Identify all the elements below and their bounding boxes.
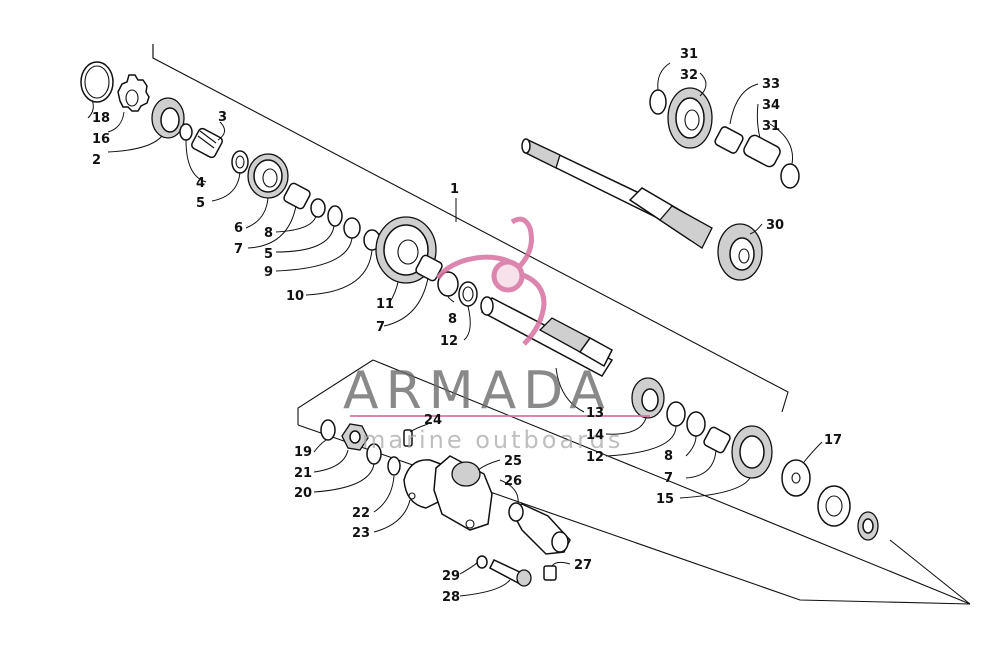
callout-12: 12: [586, 450, 604, 465]
hub-14: [631, 377, 665, 419]
callout-19: 19: [294, 445, 312, 460]
pin-24: [403, 429, 413, 447]
callout-22: 22: [352, 506, 370, 521]
callout-34: 34: [762, 98, 780, 113]
watermark-tagline: marine outboards: [362, 426, 623, 454]
snap-ring-31-bottom: [780, 163, 800, 189]
bearing-33: [714, 126, 744, 154]
callout-5: 5: [264, 247, 273, 262]
callout-28: 28: [442, 590, 460, 605]
callout-5: 5: [196, 196, 205, 211]
callout-24: 24: [424, 413, 442, 428]
small-gear-16: [117, 74, 150, 112]
callout-15: 15: [656, 492, 674, 507]
gear-15: [731, 425, 773, 479]
callout-18: 18: [92, 111, 110, 126]
watermark-brand: ARMADA: [343, 361, 612, 421]
callout-6: 6: [234, 221, 243, 236]
spacer-34: [743, 134, 781, 168]
screw-27: [543, 565, 557, 581]
snap-ring-5: [231, 150, 249, 174]
shift-shaft-26: [508, 502, 571, 555]
callout-31: 31: [680, 47, 698, 62]
washer-8-upper: [310, 198, 326, 218]
callout-11: 11: [376, 297, 394, 312]
watermark: ARMADA marine outboards: [343, 216, 650, 454]
washer-8-lower: [686, 411, 706, 437]
washer-29: [476, 555, 488, 569]
callout-17: 17: [824, 433, 842, 448]
callout-4: 4: [196, 176, 205, 191]
bolt-28: [489, 559, 532, 587]
callout-13: 13: [586, 406, 604, 421]
bearing-3: [191, 127, 223, 159]
gear-6: [247, 153, 289, 199]
leader-lines: [87, 62, 823, 597]
gear-32: [667, 87, 713, 149]
ring-22: [387, 456, 401, 476]
nut-21: [341, 423, 369, 451]
callout-32: 32: [680, 68, 698, 83]
callout-8: 8: [664, 449, 673, 464]
callout-labels: 18 16 2 3 4 5 6 7 8 5 9 10 11 7 8 12 1 3…: [92, 47, 842, 605]
callout-27: 27: [574, 558, 592, 573]
propeller-logo-icon: [435, 216, 547, 346]
callout-7: 7: [234, 242, 243, 257]
callout-10: 10: [286, 289, 304, 304]
snap-ring-19: [320, 419, 336, 441]
callout-3: 3: [218, 110, 227, 125]
callout-2: 2: [92, 153, 101, 168]
snap-ring-31-top: [649, 89, 667, 115]
callout-33: 33: [762, 77, 780, 92]
callout-7: 7: [376, 320, 385, 335]
needle-bearing-7-upper: [283, 182, 311, 210]
housing-25: [433, 455, 493, 531]
callout-9: 9: [264, 265, 273, 280]
callout-21: 21: [294, 466, 312, 481]
callout-23: 23: [352, 526, 370, 541]
callout-12: 12: [440, 334, 458, 349]
callout-1: 1: [450, 182, 459, 197]
callout-14: 14: [586, 428, 604, 443]
callout-26: 26: [504, 474, 522, 489]
callout-25: 25: [504, 454, 522, 469]
callout-30: 30: [766, 218, 784, 233]
seal-ring-18: [80, 61, 114, 103]
ball-bearing: [817, 485, 851, 527]
washer-4: [179, 123, 193, 141]
hub-2: [151, 97, 185, 139]
callout-29: 29: [442, 569, 460, 584]
lock-washer-9: [343, 217, 361, 239]
main-shaft-30: [521, 138, 763, 281]
washer-12-lower: [666, 401, 686, 427]
callout-8: 8: [264, 226, 273, 241]
washer-12-upper: [458, 281, 478, 307]
splined-shaft-13: [480, 296, 614, 377]
needle-bearing-7-lower: [703, 426, 731, 454]
washer-17: [781, 459, 811, 497]
callout-31: 31: [762, 119, 780, 134]
callout-8: 8: [448, 312, 457, 327]
nut-end: [857, 511, 879, 541]
callout-16: 16: [92, 132, 110, 147]
callout-20: 20: [294, 486, 312, 501]
callout-7: 7: [664, 471, 673, 486]
ring-5-lower: [327, 205, 343, 227]
